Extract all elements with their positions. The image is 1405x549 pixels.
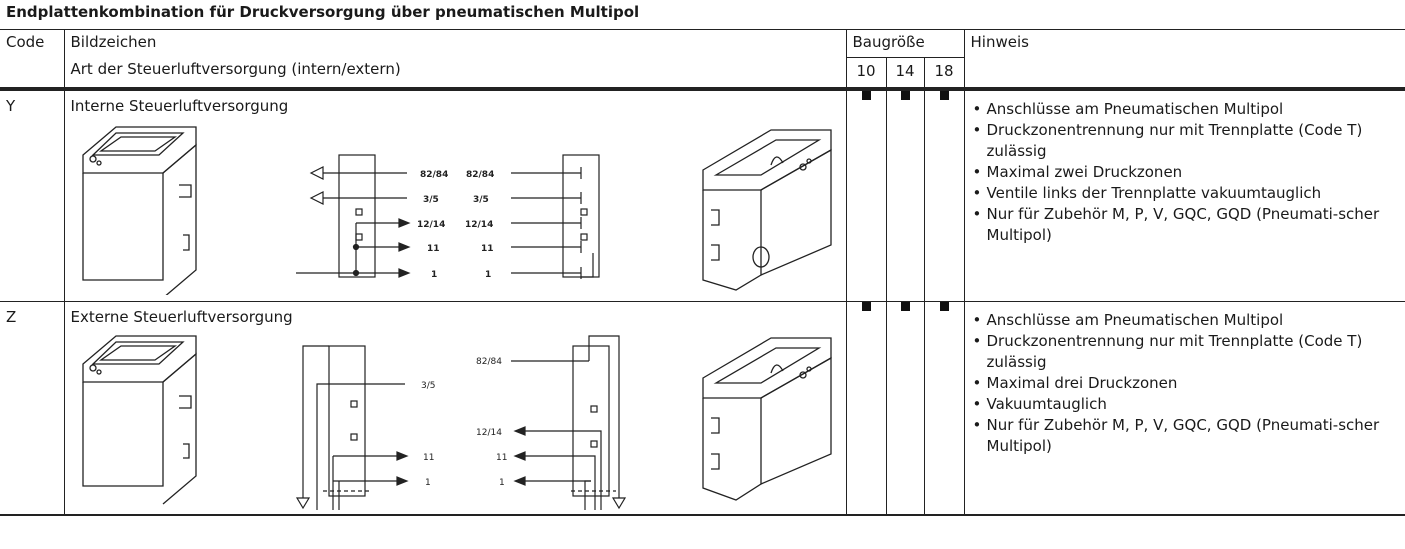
port-label: 82/84 [476,357,502,367]
header-code: Code [0,29,64,91]
available-marker-icon [939,91,949,100]
note-item: Druckzonentrennung nur mit Trennplatte (… [971,331,1402,373]
table-row: Y Interne Steuerluftversorgung [0,89,1405,302]
available-marker-icon [861,301,871,311]
port-label: 1 [431,270,437,280]
header-size-18: 18 [923,56,964,91]
row-code: Y [0,89,64,302]
note-item: Maximal zwei Druckzonen [971,162,1402,183]
available-marker-icon [939,301,949,311]
external-supply-diagram: 3/5 11 1 82/84 12/14 11 1 [81,334,832,510]
port-label: 12/14 [465,220,493,230]
port-label: 82/84 [420,170,448,180]
port-label: 12/14 [476,428,502,438]
size-10-available [845,301,886,516]
endplate-left-icon [81,126,197,299]
note-item: Nur für Zubehör M, P, V, GQC, GQD (Pneum… [971,204,1402,246]
port-label: 11 [427,244,440,254]
port-label: 3/5 [423,195,439,205]
port-label: 1 [499,478,505,488]
note-item: Druckzonentrennung nur mit Trennplatte (… [971,120,1402,162]
port-label: 1 [485,270,491,280]
note-item: Maximal drei Druckzonen [971,373,1402,394]
endplate-right-icon [701,129,832,291]
size-14-available [885,301,924,516]
port-label: 11 [496,453,507,463]
header-supply-type: Art der Steuerluftversorgung (intern/ext… [63,57,846,91]
header-size: Baugröße [845,29,964,57]
endplate-left-icon [81,334,197,504]
available-marker-icon [900,91,910,100]
internal-supply-diagram: 82/84 3/5 12/14 11 1 82/84 3/5 12/14 11 … [81,126,832,299]
table-row: Z Externe Steuerluftversorgung [0,301,1405,516]
endplate-table: Endplattenkombination für Druckversorgun… [0,0,1405,516]
available-marker-icon [861,91,871,100]
circuit-internal [295,154,600,279]
port-labels-internal: 82/84 3/5 12/14 11 1 82/84 3/5 12/14 11 … [417,170,494,280]
symbol-drawing-external: 3/5 11 1 82/84 12/14 11 1 [71,326,846,510]
size-18-available [923,301,964,516]
port-labels-external: 3/5 11 1 82/84 12/14 11 1 [421,357,507,488]
note-item: Anschlüsse am Pneumatischen Multipol [971,99,1402,120]
note-item: Anschlüsse am Pneumatischen Multipol [971,310,1402,331]
port-label: 11 [481,244,494,254]
port-label: 11 [423,453,434,463]
header-symbol: Bildzeichen [63,29,846,57]
port-label: 3/5 [473,195,489,205]
row-description: Externe Steuerluftversorgung [70,307,293,326]
size-14-available [885,89,924,302]
table-title: Endplattenkombination für Druckversorgun… [0,0,1405,30]
port-label: 1 [425,478,431,488]
row-notes: Anschlüsse am Pneumatischen Multipol Dru… [963,89,1405,302]
note-item: Ventile links der Trennplatte vakuumtaug… [971,183,1402,204]
port-label: 82/84 [466,170,494,180]
row-notes: Anschlüsse am Pneumatischen Multipol Dru… [963,301,1405,516]
size-18-available [923,89,964,302]
port-label: 12/14 [417,220,445,230]
row-symbol-cell: Externe Steuerluftversorgung [63,301,846,516]
available-marker-icon [900,301,910,311]
row-description: Interne Steuerluftversorgung [70,97,289,115]
note-item: Vakuumtauglich [971,394,1402,415]
symbol-drawing-internal: 82/84 3/5 12/14 11 1 82/84 3/5 12/14 11 … [71,115,846,299]
endplate-right-icon [701,336,832,501]
header-note: Hinweis [963,29,1405,91]
header-size-14: 14 [885,56,924,91]
size-10-available [845,89,886,302]
header-size-10: 10 [845,56,886,91]
port-label: 3/5 [421,381,435,391]
row-symbol-cell: Interne Steuerluftversorgung [63,89,846,302]
row-code: Z [0,301,64,516]
note-item: Nur für Zubehör M, P, V, GQC, GQD (Pneum… [971,415,1402,457]
circuit-external [295,334,626,510]
